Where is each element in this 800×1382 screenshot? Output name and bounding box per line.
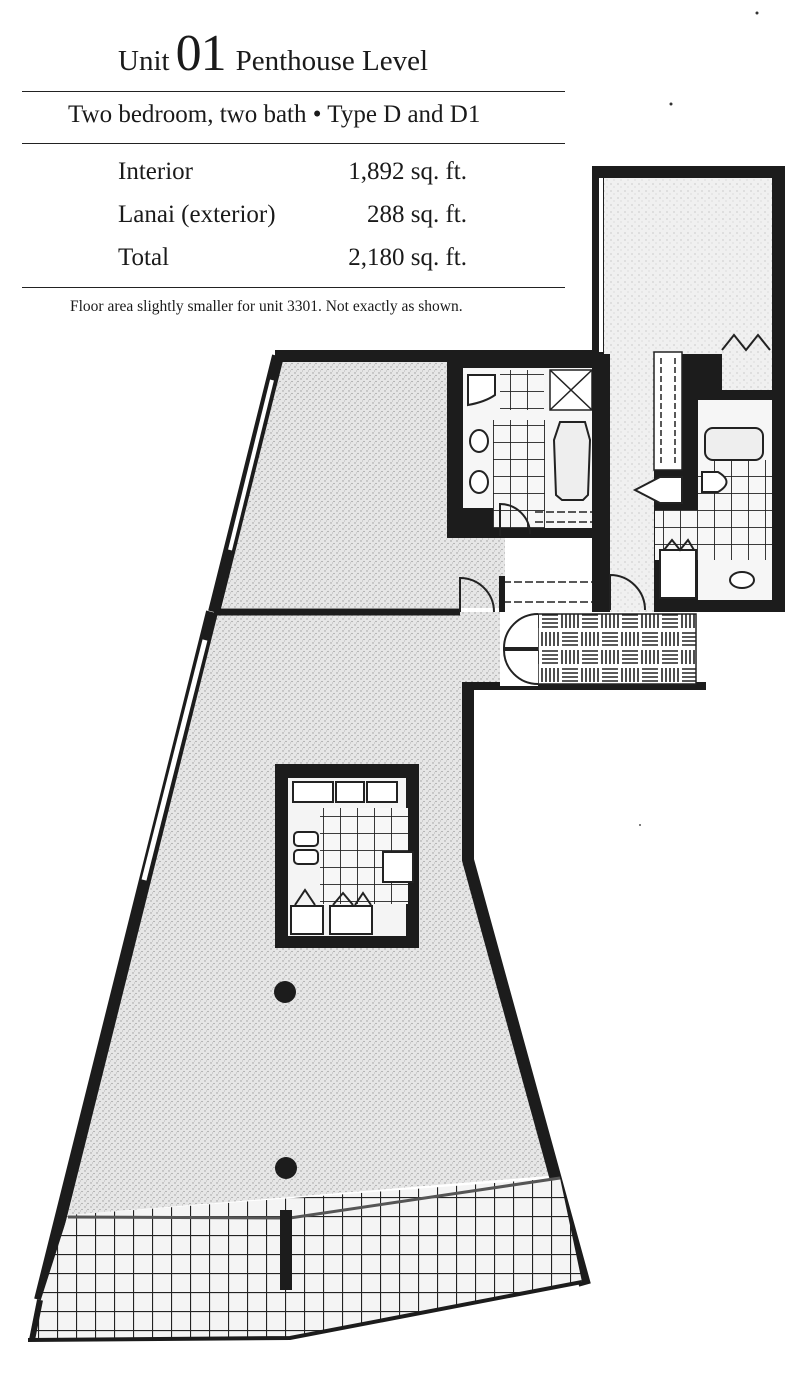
- divider: [22, 143, 565, 144]
- title-suffix: Penthouse Level: [235, 45, 429, 77]
- window: [141, 639, 208, 881]
- entry-door-icon[interactable]: [502, 613, 539, 649]
- unit-number: 01: [175, 25, 227, 82]
- door-icon: [499, 502, 531, 536]
- bedroom-1: [208, 350, 610, 616]
- divider: [22, 287, 565, 288]
- entry-door-icon[interactable]: [502, 649, 539, 685]
- washer-icon: [659, 549, 697, 599]
- entry-foyer: [500, 612, 697, 686]
- footnote: Floor area slightly smaller for unit 330…: [70, 298, 463, 315]
- kitchen: [275, 764, 419, 948]
- area-value: 1,892 sq. ft.: [348, 158, 467, 185]
- divider: [22, 91, 565, 92]
- window: [228, 379, 274, 551]
- area-value: 2,180 sq. ft.: [348, 244, 467, 271]
- closet: [653, 351, 683, 471]
- sink-icon: [729, 571, 755, 589]
- title-prefix: Unit: [118, 45, 170, 77]
- bathtub-icon: [704, 427, 764, 461]
- column-icon: [275, 1157, 297, 1179]
- lanai-divider-wall: [280, 1210, 292, 1290]
- area-label: Total: [118, 244, 170, 271]
- bathtub-icon: [552, 421, 592, 501]
- sink-icon: [469, 470, 489, 494]
- area-label: Interior: [118, 158, 193, 185]
- door-icon: [459, 576, 495, 613]
- area-value: 288 sq. ft.: [367, 201, 467, 228]
- sink-icon: [293, 831, 319, 847]
- unit-subtitle: Two bedroom, two bath • Type D and D1: [68, 101, 481, 128]
- vanity-icon: [632, 476, 683, 504]
- lanai: [27, 1176, 583, 1342]
- toilet-icon: [701, 471, 728, 493]
- column-icon: [274, 981, 296, 1003]
- toilet-icon: [467, 374, 496, 407]
- area-label: Lanai (exterior): [118, 201, 276, 228]
- sink-icon: [293, 849, 319, 865]
- door-icon: [609, 573, 646, 611]
- bath-2: [609, 400, 772, 611]
- sink-icon: [469, 429, 489, 453]
